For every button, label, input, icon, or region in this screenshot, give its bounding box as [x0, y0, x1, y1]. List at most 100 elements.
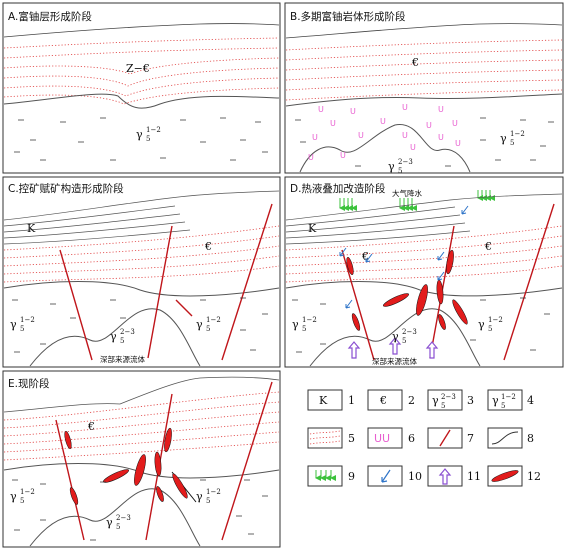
stratum-label-a: Z−€	[126, 62, 150, 75]
legend-rain-swatch	[307, 465, 343, 487]
svg-text:5: 5	[488, 325, 492, 333]
intrusion-contact-d	[309, 308, 481, 367]
legend-num-2: 2	[408, 394, 415, 407]
svg-text:5: 5	[120, 337, 124, 345]
legend-g12-swatch	[487, 389, 523, 411]
svg-text:1−2: 1−2	[488, 316, 503, 324]
svg-text:1−2: 1−2	[20, 488, 35, 496]
svg-text:U: U	[312, 133, 318, 142]
fluid-arrows-d	[347, 337, 439, 359]
legend-g23-swatch	[427, 389, 463, 411]
stratum-label-d2: €	[484, 240, 492, 253]
ore-bodies-d	[346, 249, 468, 331]
svg-text:U: U	[438, 105, 444, 114]
svg-text:5: 5	[20, 325, 24, 333]
svg-text:5: 5	[501, 402, 505, 410]
svg-text:5: 5	[441, 402, 445, 410]
legend-infiltration-swatch	[367, 465, 403, 487]
intrusion-contact-b	[299, 124, 471, 173]
granite-symbol-b1: γ	[500, 132, 507, 145]
legend-num-5: 5	[348, 432, 355, 445]
legend-num-12: 12	[527, 470, 541, 483]
svg-text:U: U	[452, 119, 458, 128]
panel-d-title: D.热液叠加改造阶段	[290, 182, 386, 195]
strata-dots-d	[285, 225, 563, 283]
deep-fluid-label-c: 深部来源流体	[100, 354, 145, 364]
faults-c	[59, 203, 273, 361]
svg-text:γ: γ	[492, 394, 499, 407]
legend-num-11: 11	[467, 470, 481, 483]
svg-text:U: U	[402, 131, 408, 140]
rain-arrows-d	[339, 190, 495, 211]
svg-text:U: U	[410, 143, 416, 152]
granite-symbol-d2: γ	[392, 330, 399, 343]
legend-num-4: 4	[527, 394, 534, 407]
panel-e: E.现阶段 € γ 1−2 5	[2, 370, 281, 548]
svg-text:U: U	[318, 105, 324, 114]
legend-uranium-swatch	[367, 427, 403, 449]
panel-a: A.富铀层形成阶段 Z−€ γ 1−2 5	[2, 2, 281, 174]
svg-text:5: 5	[206, 497, 210, 505]
svg-text:1−2: 1−2	[510, 130, 525, 138]
granite-dashes-e	[12, 479, 268, 541]
svg-text:5: 5	[206, 325, 210, 333]
svg-text:5: 5	[146, 135, 150, 143]
legend-cambrian-swatch	[367, 389, 403, 411]
panel-d: D.热液叠加改造阶段 大气降水 K € €	[284, 176, 564, 368]
k-layer-lines-d	[285, 193, 563, 245]
granite-contact-b	[285, 93, 563, 107]
granite-symbol-e2: γ	[106, 516, 113, 529]
svg-text:1−2: 1−2	[206, 316, 221, 324]
svg-text:γ: γ	[432, 394, 439, 407]
svg-text:U: U	[358, 131, 364, 140]
panel-c-frame	[2, 176, 281, 368]
granite-dashes-c	[12, 297, 268, 353]
granite-contact-d	[285, 281, 563, 297]
svg-text:U: U	[426, 121, 432, 130]
legend-num-1: 1	[348, 394, 355, 407]
svg-text:2−3: 2−3	[402, 328, 417, 336]
granite-contact-a	[3, 93, 280, 109]
intrusion-contact-c	[29, 308, 201, 367]
granite-symbol-b2: γ	[388, 160, 395, 173]
k-label-c: K	[27, 222, 36, 235]
legend-fluid-arrow	[438, 468, 452, 485]
legend-num-7: 7	[467, 432, 474, 445]
k-label-d: K	[308, 222, 317, 235]
panel-b: B.多期富铀岩体形成阶段 € U U U U U U U U U U U U U	[284, 2, 564, 175]
granite-symbol-d3: γ	[478, 318, 485, 331]
svg-text:2−3: 2−3	[116, 514, 131, 522]
svg-text:U: U	[350, 107, 356, 116]
uranium-marks-b: U U U U U U U U U U U U U U U U	[308, 103, 461, 162]
meteoric-water-label: 大气降水	[392, 188, 422, 198]
panel-a-frame	[2, 2, 281, 174]
svg-text:5: 5	[402, 337, 406, 345]
granite-contact-c	[3, 281, 280, 297]
granite-symbol-e3: γ	[196, 490, 203, 503]
panel-d-frame	[284, 176, 564, 368]
stratum-label-d1: €	[361, 250, 369, 263]
deep-fluid-label-d: 深部来源流体	[372, 356, 417, 366]
legend-num-10: 10	[408, 470, 422, 483]
granite-symbol-c2: γ	[110, 330, 117, 343]
svg-text:2−3: 2−3	[441, 393, 456, 401]
svg-text:1−2: 1−2	[146, 126, 161, 134]
svg-text:K: K	[319, 394, 328, 407]
granite-symbol-e1: γ	[10, 490, 17, 503]
svg-text:U: U	[455, 139, 461, 148]
legend-fault-line	[439, 429, 451, 447]
svg-text:1−2: 1−2	[20, 316, 35, 324]
svg-text:1−2: 1−2	[501, 393, 516, 401]
strata-dots-a	[3, 37, 280, 105]
svg-text:U: U	[340, 151, 346, 160]
strata-dots-b	[285, 39, 563, 101]
granite-symbol-d1: γ	[292, 318, 299, 331]
svg-text:5: 5	[302, 325, 306, 333]
legend-contact-line	[491, 431, 519, 445]
svg-text:5: 5	[510, 139, 514, 147]
svg-text:5: 5	[20, 497, 24, 505]
legend-strata-swatch	[307, 427, 343, 449]
granite-symbol-c1: γ	[10, 318, 17, 331]
panel-b-title: B.多期富铀岩体形成阶段	[290, 10, 406, 23]
legend-rain-arrows	[315, 470, 336, 481]
